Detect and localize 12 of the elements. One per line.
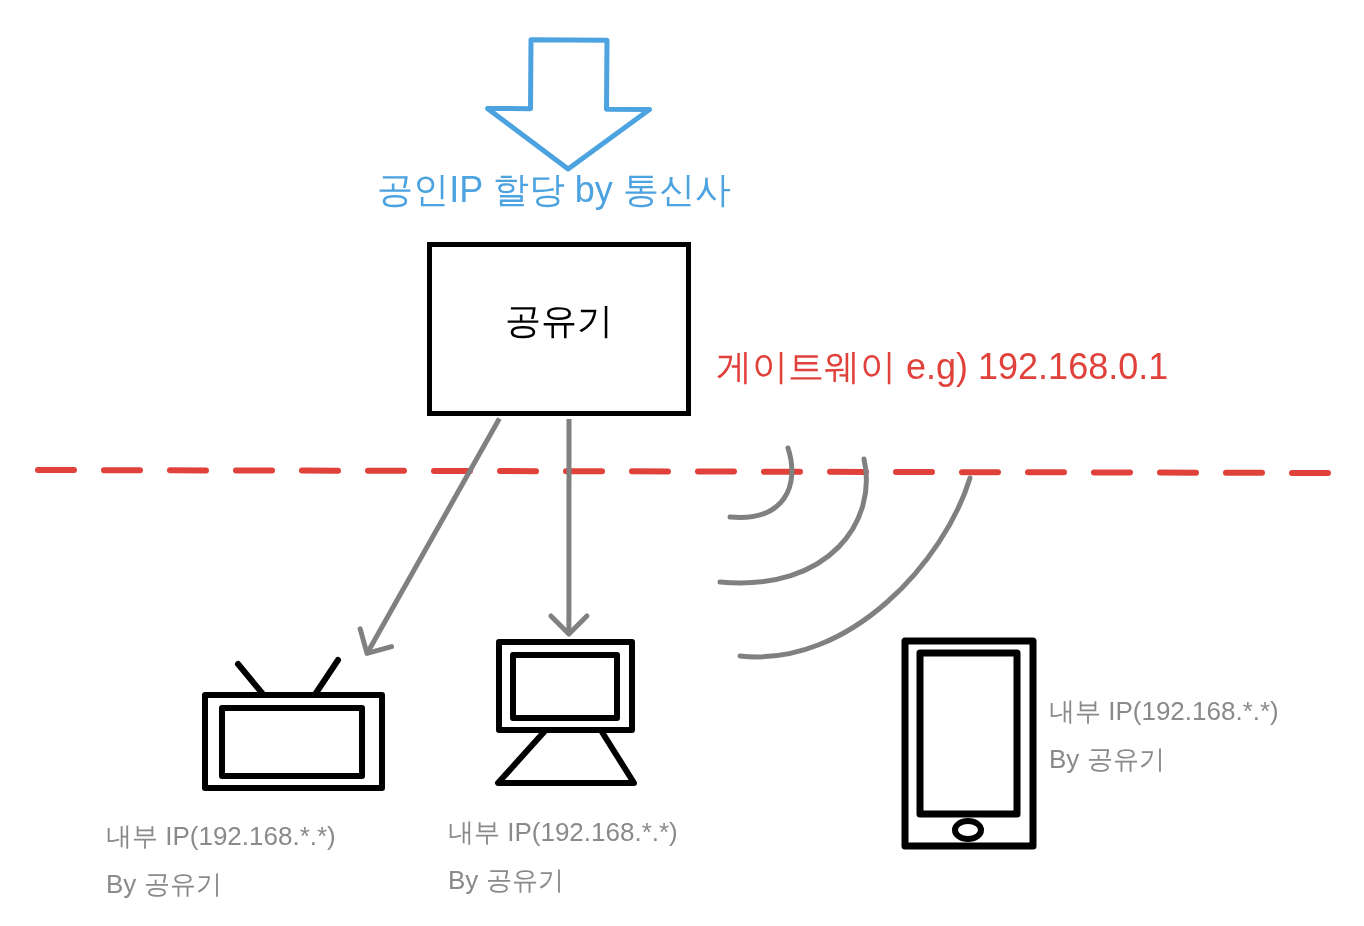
tv-icon bbox=[200, 656, 386, 792]
arrow bbox=[357, 417, 502, 656]
note-text: 내부 IP(192.168.*.*) By 공유기 bbox=[448, 816, 679, 897]
note-text: 게이트웨이 e.g) 192.168.0.1 bbox=[716, 345, 1169, 388]
note-text: 내부 IP(192.168.*.*) By 공유기 bbox=[106, 820, 337, 901]
caption-text: 공인IP 할당 by 통신사 bbox=[377, 172, 731, 208]
monitor-icon bbox=[492, 637, 638, 787]
note-text: 내부 IP(192.168.*.*) By 공유기 bbox=[1049, 695, 1280, 776]
block-arrow bbox=[485, 37, 652, 172]
arrow bbox=[548, 419, 590, 637]
router-box: 공유기 bbox=[427, 242, 691, 416]
phone-icon bbox=[900, 636, 1038, 850]
